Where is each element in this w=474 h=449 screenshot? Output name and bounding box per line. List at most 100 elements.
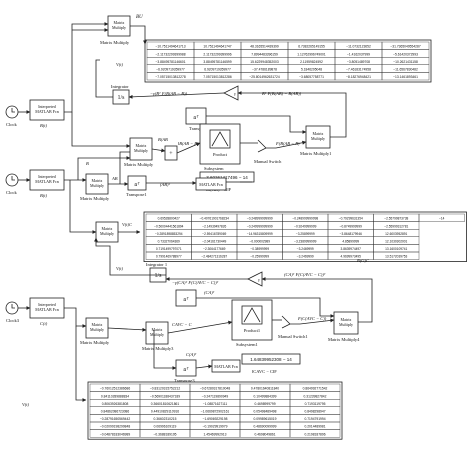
svg-text:Multiply: Multiply [150, 332, 164, 337]
matrix-cell: 2.11959824592 [300, 60, 323, 64]
manual-switch-top-label: Manual Switch [254, 159, 282, 164]
signal-vt-mid: V(t) [116, 266, 123, 271]
display-norm-bottom: 1.64839952308 − 14 [241, 353, 301, 365]
signal-vt-bottom: V(t) [22, 402, 29, 407]
matrix-cell: −0.000002989 [250, 240, 271, 244]
svg-text:Matrix: Matrix [92, 178, 103, 183]
signal-cavc: CAVC − C [172, 322, 193, 327]
sum-block-top[interactable]: + [164, 145, 178, 161]
transpose-top[interactable]: uᵀ [185, 107, 207, 125]
svg-text:Matrix: Matrix [92, 322, 103, 327]
mm-bab-label: Matrix Multiply [124, 162, 154, 167]
matrix-cell: −3.2389999999 [294, 240, 316, 244]
matrix-cell: −0.76012512386686 [100, 387, 131, 391]
signal-gamma2: −γ(CA)ᵀ F(C(AVC − C))ᵀ [172, 280, 219, 285]
matrix-cell: −37.4786189878 [252, 68, 277, 72]
matrix-cell: 0.69528800427 [158, 217, 180, 221]
interpreted-matlab-fcn-bottom[interactable]: Interpreted MATLAB Fcn [29, 297, 65, 319]
integrator-label: Integrator [111, 84, 129, 89]
matrix-multiply-vt[interactable]: Matrix Multiply [95, 221, 119, 243]
matrix-cell: 0.8498298947 [304, 410, 325, 414]
matrix-cell: −0.9249999999 [294, 224, 316, 228]
matrix-multiply-ab[interactable]: Matrix Multiply [85, 173, 109, 195]
interpreted-matlab-fcn-bottom-right[interactable]: MATLAB Fcn [211, 359, 241, 373]
svg-text:uᵀ: uᵀ [193, 115, 199, 121]
signal-ct: C(t) [40, 321, 48, 326]
matrix-cell: 1.12762996749001 [297, 52, 326, 56]
interpreted-matlab-fcn-top[interactable]: Interpreted MATLAB Fcn [29, 99, 65, 121]
signal-ct-label: C(A)ᵀ [186, 352, 197, 357]
clock-top[interactable] [5, 105, 19, 119]
signal-bab: B(AB [158, 137, 168, 142]
matrix-cell: −0.56901188437189 [150, 394, 180, 398]
matrix-cell: 12.6003952891 [385, 232, 407, 236]
manual-switch-top[interactable] [257, 139, 276, 153]
matrix-cell: 0.864992771542 [303, 387, 328, 391]
signal-bt-ab: Bᵀ F(B(AB) − B(AB)) [262, 91, 302, 96]
svg-text:Matrix: Matrix [136, 143, 147, 148]
interpreted-matlab-fcn-right[interactable]: MATLAB Fcn [195, 177, 227, 191]
svg-text:uᵀ: uᵀ [183, 367, 189, 373]
matrix-multiply-top-block[interactable]: Matrix Multiply [107, 15, 131, 37]
matrix-multiply1[interactable]: Matrix Multiply [305, 125, 331, 149]
matrix-cell: −7.05715013812278 [155, 75, 186, 79]
matrix-cell: −0.50004441561894 [154, 224, 184, 228]
integrator-block[interactable]: 1/s [112, 89, 130, 105]
svg-text:1.64839952308 − 14: 1.64839952308 − 14 [250, 357, 292, 362]
transpose3[interactable]: uᵀ [175, 359, 197, 377]
signal-ca: (CA)ᵀ [204, 290, 215, 295]
matrix-cell: 0.7991469788977 [156, 255, 182, 259]
clock-top-label: Clock [6, 122, 17, 127]
signal-bab-b: ‖B(AB − B) [178, 141, 199, 146]
matrix-multiply-bab[interactable]: Matrix Multiply [129, 137, 153, 161]
matrix-cell: 0.06996109119 [154, 425, 177, 429]
matrix-cell: 5.1846295048 [301, 68, 322, 72]
transpose1-block[interactable]: uᵀ [127, 175, 147, 191]
transpose1-label: Transpose1 [126, 192, 147, 197]
matrix-cell: 0.84110289888834 [101, 394, 129, 398]
svg-text:Matrix: Matrix [341, 317, 352, 322]
matrix-cell: −1.08871627111 [203, 402, 228, 406]
gain-bottom[interactable]: γ [247, 271, 263, 287]
clock-middle[interactable] [5, 173, 19, 187]
matrix-cell: −3.8648179946 [340, 232, 362, 236]
matrix-cell: −14 [439, 217, 445, 221]
matrix-multiply4[interactable]: Matrix Multiply [333, 311, 359, 335]
matrix-cell: 0.7194791994 [304, 417, 325, 421]
svg-text:Matrix: Matrix [114, 20, 125, 25]
matrix-multiply1-label: Matrix Multiply1 [300, 151, 331, 156]
subsystem1[interactable]: Product1 [231, 299, 273, 341]
signal-ab-t: (AB)ᵀ [160, 182, 170, 187]
matrix-multiply-top-label: Matrix Multiply [100, 40, 130, 45]
matrix-cell: 13.5172039753 [385, 255, 407, 259]
manual-switch1[interactable] [281, 315, 300, 329]
matrix-cell: −10.7511494641713 [155, 45, 185, 49]
gain-top[interactable]: γ [223, 85, 239, 101]
subsystem-top[interactable]: Product [199, 123, 241, 165]
interpreted-matlab-fcn-middle[interactable]: Interpreted MATLAB Fcn [29, 169, 65, 191]
matrix-multiply-bottom-left[interactable]: Matrix Multiply [85, 317, 109, 339]
svg-text:Multiply: Multiply [112, 25, 126, 30]
svg-text:Multiply: Multiply [90, 327, 104, 332]
signal-norm2: ‖CAVC − C‖F [252, 369, 277, 374]
matrix-cell: 0.2198187896 [304, 432, 325, 436]
matrix-cell: −1.69069229198 [203, 417, 228, 421]
matrix-cell: −0.25999999 [250, 255, 269, 259]
matrix-multiply3[interactable]: Matrix Multiply [145, 321, 169, 345]
matrix-cell: 0.73327064369 [158, 240, 180, 244]
subsystem-top-label: Subsystem [204, 166, 224, 171]
integrator1-label: Integrator 1 [146, 262, 167, 267]
matrix-cell: −0.28791650569442 [100, 417, 131, 421]
svg-text:Multiply: Multiply [311, 136, 325, 141]
clock3-label: Clock3 [6, 318, 20, 323]
matrix-cell: −10.2621431158 [393, 60, 418, 64]
matrix-cell: −0.8749999999 [340, 224, 362, 228]
svg-text:uᵀ: uᵀ [134, 182, 140, 188]
matrix-cell: −2.59416789069 [202, 232, 226, 236]
svg-text:+: + [169, 151, 173, 157]
svg-text:MATLAB Fcn: MATLAB Fcn [214, 364, 237, 369]
matrix-cell: −3.88495781146601 [155, 60, 185, 64]
transpose-bottom[interactable]: uᵀ [175, 289, 197, 307]
clock3[interactable] [5, 301, 19, 315]
transpose3-label: Transpose3 [174, 378, 195, 383]
